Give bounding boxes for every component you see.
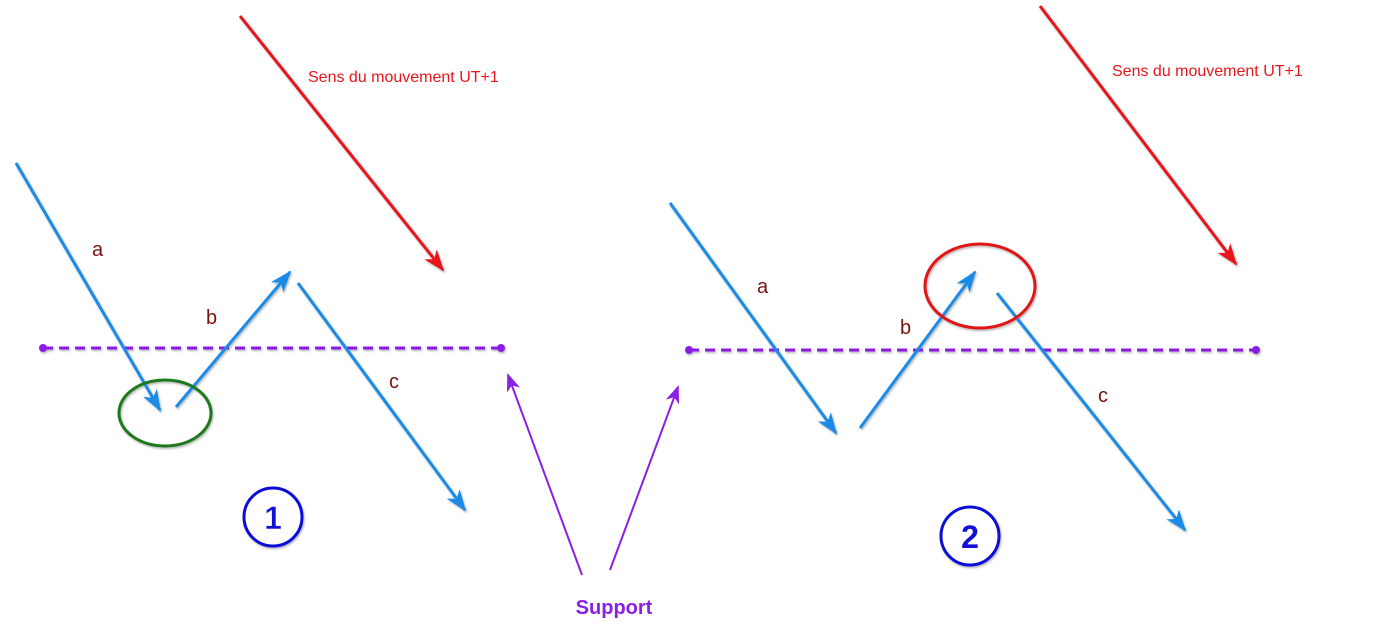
- support-pointer-right: [609, 385, 679, 571]
- support-line-endpoint: [1252, 346, 1260, 354]
- wave-b-arrow-1: [174, 270, 292, 408]
- wave-label-c: c: [389, 371, 399, 393]
- support-pointers: [506, 373, 679, 576]
- trend-arrow-1: [238, 15, 445, 272]
- wave-c-arrow-2: [995, 292, 1187, 532]
- panel-badge-2: [939, 505, 1001, 567]
- support-pointer-left: [506, 373, 583, 576]
- wave-label-b: b: [900, 317, 911, 339]
- panel-number-2: 2: [961, 519, 979, 555]
- wave-c-arrow-1: [296, 282, 467, 512]
- wave-label-c: c: [1098, 385, 1108, 407]
- support-line-endpoint: [497, 344, 505, 352]
- trend-label-1: Sens du mouvement UT+1: [308, 69, 499, 86]
- wave-label-a: a: [92, 239, 104, 261]
- highlight-ellipse-green: [117, 378, 213, 448]
- trend-arrow-2: [1038, 5, 1238, 266]
- panel-2: [668, 5, 1260, 567]
- panel-badge-1: [242, 486, 304, 548]
- wave-b-arrow-2: [858, 270, 977, 429]
- panel-1: [14, 15, 505, 548]
- wave-a-arrow-1: [14, 162, 162, 412]
- support-label: Support: [576, 597, 653, 619]
- support-line-endpoint: [39, 344, 47, 352]
- wave-a-arrow-2: [668, 202, 838, 435]
- trend-label-2: Sens du mouvement UT+1: [1112, 63, 1303, 80]
- highlight-ellipse-red: [923, 242, 1037, 330]
- support-line-endpoint: [685, 346, 693, 354]
- wave-label-b: b: [206, 307, 217, 329]
- panel-number-1: 1: [264, 500, 282, 536]
- wave-label-a: a: [757, 276, 769, 298]
